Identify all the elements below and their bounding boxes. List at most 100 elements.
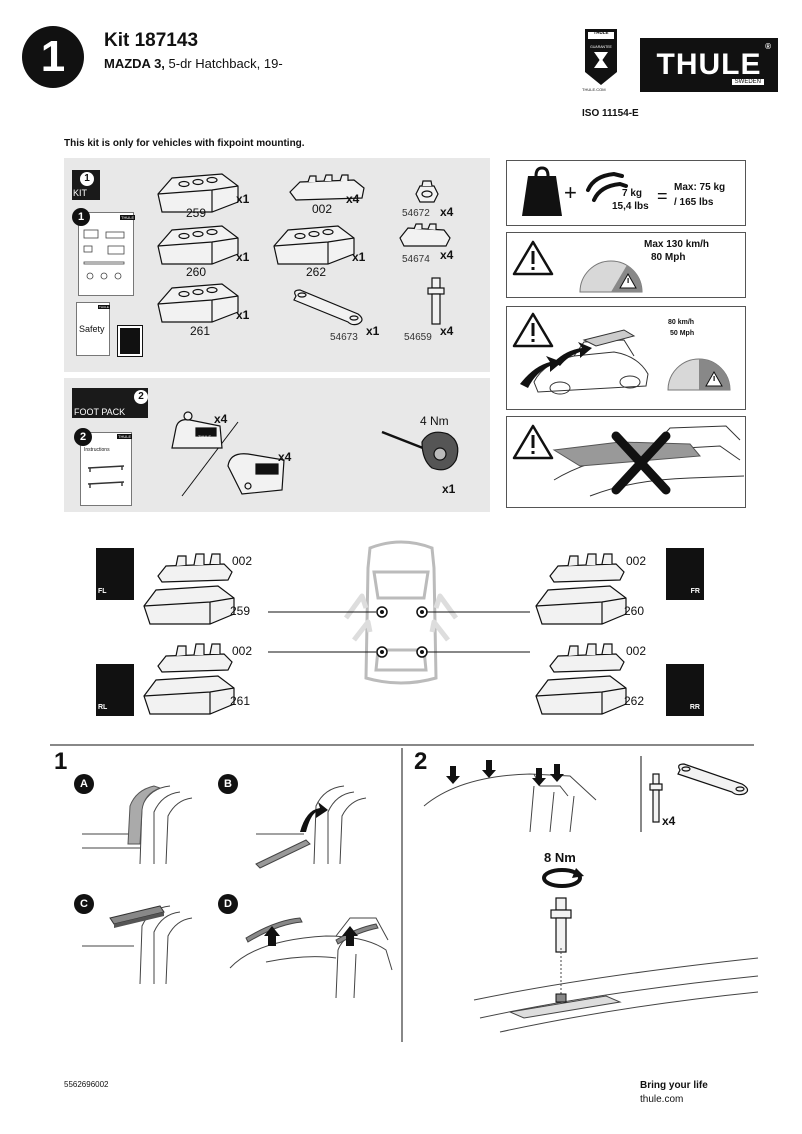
part-code-54674: 54674 (402, 254, 430, 265)
foot-pad-stack-icon (143, 643, 235, 715)
no-roof-load-icon (552, 425, 745, 497)
substep-c-illustration (82, 905, 193, 985)
corner-marker-rl: RL (96, 664, 134, 716)
substep-b-illustration (255, 785, 367, 869)
part-qty-262: x1 (352, 250, 366, 264)
foot-qty-1: x4 (214, 412, 228, 426)
part-code-260: 260 (186, 265, 207, 279)
kit-booklet-logo: THULE (120, 215, 136, 220)
corner-marker-fl: FL (96, 548, 134, 600)
leader-lines (268, 611, 530, 653)
corner-label-rl: RL (98, 704, 108, 711)
weight-icon (522, 166, 562, 216)
vehicle-description: MAZDA 3, 5-dr Hatchback, 19- (104, 56, 283, 71)
rotate-arrow-icon (542, 868, 584, 888)
step-2-qty: x4 (662, 814, 676, 828)
step-number-badge: 1 (22, 26, 84, 88)
foot-pad-icon (157, 283, 239, 323)
part-qty-54674: x4 (440, 248, 454, 262)
vehicle-make: MAZDA 3, (104, 56, 165, 71)
roof-fixpoint-illustration (473, 948, 759, 1033)
step-2-torque: 8 Nm (544, 850, 576, 865)
guarantee-url: THULE.COM (582, 87, 606, 92)
substep-a-illustration (82, 785, 193, 865)
part-code-259: 259 (186, 206, 207, 220)
bolt-icon (427, 277, 445, 325)
step-2-car-illustration (423, 760, 597, 833)
kit-booklet-diagram-icon (83, 229, 125, 280)
part-code-002: 002 (312, 202, 333, 216)
substep-b-badge: B (218, 774, 238, 794)
foot-booklet-title: Instructions (84, 447, 110, 453)
max-speed-kmh: Max 130 km/h (644, 239, 710, 250)
fitting-card (117, 325, 143, 357)
pad-code-rl: 002 (232, 644, 253, 658)
foot-pad-icon (157, 225, 239, 265)
corner-label-rr: RR (689, 704, 700, 711)
safety-booklet (76, 302, 110, 356)
step-number: 1 (40, 32, 66, 81)
foot-qty-2: x4 (278, 450, 292, 464)
divider-line (181, 421, 239, 497)
website-link[interactable]: thule.com (640, 1094, 684, 1105)
warning-triangle-icon (512, 424, 554, 460)
mounting-plate-icon (293, 289, 363, 326)
foot-booklet (80, 432, 132, 506)
logo-sub: SWEDEN (731, 79, 764, 85)
max-load-lbs: / 165 lbs (674, 197, 714, 208)
bar-weight-lbs: 15,4 lbs (612, 201, 649, 212)
bar-weight-kg: 7 kg (622, 188, 643, 199)
clip-icon (399, 223, 451, 247)
foot-logo: THULE (198, 434, 212, 439)
kit-badge-number: 1 (80, 172, 94, 186)
iso-standard: ISO 11154-E (582, 108, 639, 119)
guarantee-shield-icon (585, 29, 617, 85)
tool-qty: x1 (442, 482, 456, 496)
step-1-number: 1 (54, 748, 68, 775)
bolt-icon (550, 897, 572, 953)
tool-torque: 4 Nm (420, 414, 449, 428)
pad-code-fl: 002 (232, 554, 253, 568)
warning-triangle-icon (512, 312, 554, 348)
roof-bar-pair-icon (586, 171, 628, 202)
substep-c-badge: C (74, 894, 94, 914)
document-number: 5562696002 (64, 1080, 109, 1089)
car-speed-mph: 50 Mph (670, 330, 695, 337)
substep-a-badge: A (74, 774, 94, 794)
fixpoint-note: This kit is only for vehicles with fixpo… (64, 138, 305, 149)
corner-marker-rr: RR (666, 664, 704, 716)
foot-code-rr: 262 (624, 694, 645, 708)
foot-pad-icon (157, 173, 239, 213)
foot-pack-badge-label: FOOT PACK (74, 407, 126, 417)
foot-booklet-logo: THULE (117, 434, 133, 439)
car-top-view-icon (343, 540, 459, 685)
car-with-load-icon (520, 329, 649, 395)
pad-code-fr: 002 (626, 554, 647, 568)
part-qty-260: x1 (236, 250, 250, 264)
max-speed-mph: 80 Mph (651, 252, 686, 263)
foot-pad-stack-icon (535, 553, 627, 625)
part-qty-261: x1 (236, 308, 250, 322)
car-speed-kmh: 80 km/h (668, 319, 695, 326)
part-qty-54673: x1 (366, 324, 380, 338)
foot-pad-icon (273, 225, 355, 265)
part-code-262: 262 (306, 265, 327, 279)
foot-code-fr: 260 (624, 604, 645, 618)
part-qty-259: x1 (236, 192, 250, 206)
foot-pad-stack-icon (143, 553, 235, 625)
step-2-number: 2 (414, 748, 428, 775)
substep-d-badge: D (218, 894, 238, 914)
speedometer-icon (579, 260, 643, 293)
torque-key-icon (381, 430, 459, 471)
corner-label-fr: FR (690, 588, 700, 595)
part-code-54672: 54672 (402, 208, 430, 219)
guarantee-label: GUARANTEE (590, 45, 612, 49)
safety-label: Safety (79, 324, 105, 334)
roof-bars-diagram-icon (87, 465, 125, 488)
substep-d-illustration (229, 917, 393, 999)
guarantee-brand: THULE (593, 30, 609, 35)
vehicle-model: 5-dr Hatchback, 19- (164, 56, 283, 71)
kit-booklet (78, 212, 134, 296)
part-qty-54672: x4 (440, 205, 454, 219)
step-dividers (50, 744, 754, 1042)
